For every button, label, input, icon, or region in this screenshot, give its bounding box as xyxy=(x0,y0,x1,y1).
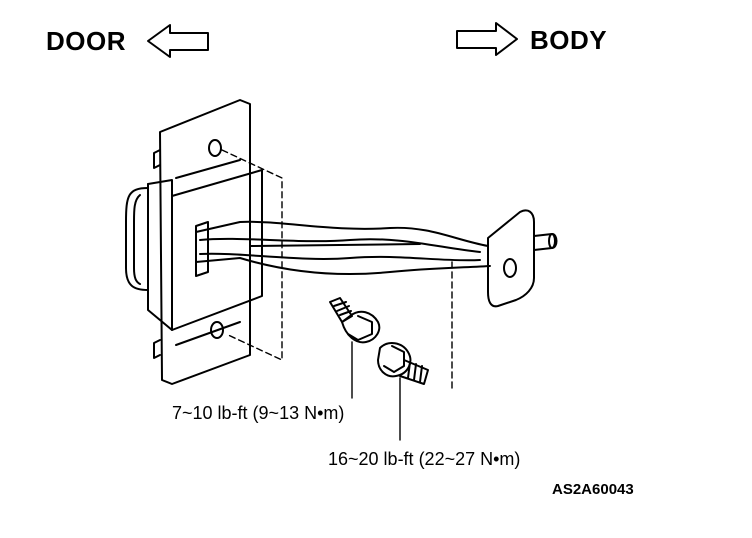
figure-code: AS2A60043 xyxy=(552,481,634,498)
arrow-left-icon xyxy=(147,24,209,58)
door-label: DOOR xyxy=(46,26,126,56)
arrow-right-icon xyxy=(456,22,518,56)
torque-lower-label: 16~20 lb-ft (22~27 N•m) xyxy=(328,449,521,469)
torque-upper-label: 7~10 lb-ft (9~13 N•m) xyxy=(172,403,345,423)
lower-bolt xyxy=(377,342,429,441)
alignment-lines xyxy=(221,149,453,393)
door-mount-plate xyxy=(125,99,263,385)
check-arm xyxy=(195,220,491,277)
body-mount-bracket xyxy=(487,209,558,308)
body-label: BODY xyxy=(530,25,608,55)
upper-bolt xyxy=(329,297,381,399)
